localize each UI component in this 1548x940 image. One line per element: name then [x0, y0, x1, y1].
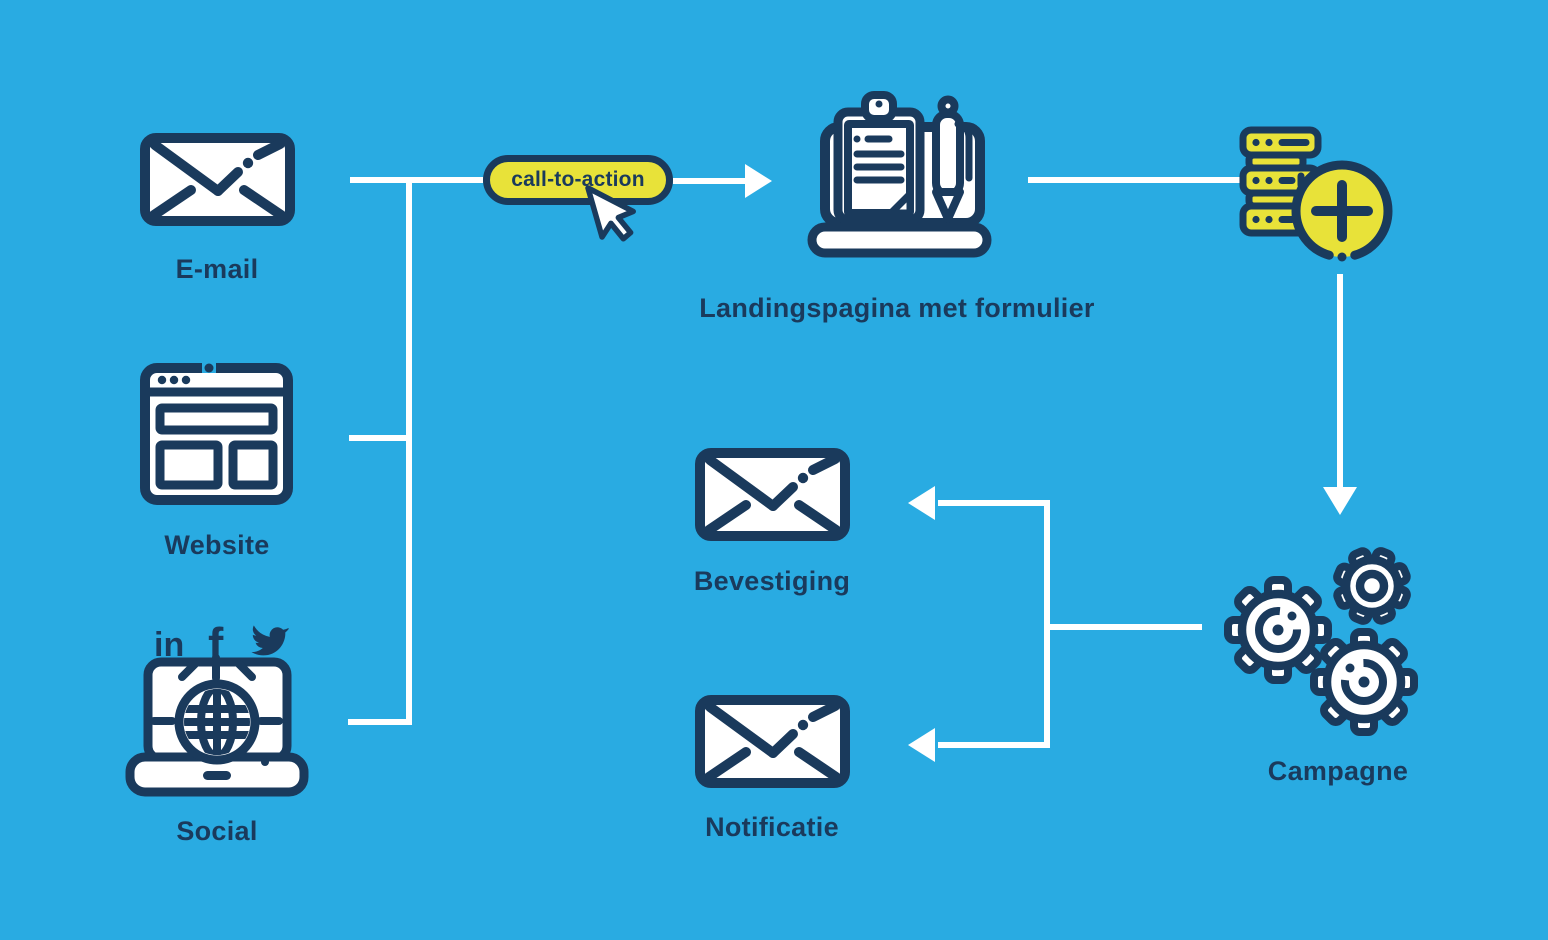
arrowhead-left-icon: [908, 728, 935, 762]
website-to-merge-line: [349, 435, 412, 441]
confirmation-label: Bevestiging: [693, 566, 851, 596]
campaign-to-branch-line: [1050, 624, 1202, 630]
branch-to-confirmation-line: [938, 500, 1050, 506]
email-to-merge-line: [350, 177, 483, 183]
notification-label: Notificatie: [705, 812, 839, 842]
arrowhead-left-icon: [908, 486, 935, 520]
landing-to-database-line: [1028, 177, 1240, 183]
arrowhead-right-icon: [745, 164, 772, 198]
branch-vertical-line: [1044, 500, 1050, 748]
laptop-globe-icon: in f: [125, 618, 309, 797]
clipboard-laptop-icon: [807, 91, 992, 258]
facebook-icon: f: [208, 618, 224, 670]
campaign-label: Campagne: [1267, 756, 1409, 786]
cta-to-landing-line: [673, 178, 747, 184]
call-to-action-label: call-to-action: [511, 168, 645, 191]
database-to-campaign-line: [1337, 274, 1343, 488]
database-plus-icon: [1239, 126, 1393, 262]
email-label: E-mail: [175, 254, 259, 284]
social-label: Social: [176, 816, 258, 846]
branch-to-notification-line: [938, 742, 1050, 748]
cursor-icon: [585, 185, 636, 242]
envelope-icon: [140, 133, 295, 226]
website-label: Website: [164, 530, 270, 560]
envelope-icon: [695, 695, 850, 788]
social-to-merge-line: [348, 719, 412, 725]
merge-vertical-line: [406, 177, 412, 725]
gears-icon: [1224, 547, 1418, 736]
landing-page-label: Landingspagina met formulier: [699, 293, 1095, 323]
envelope-icon: [695, 448, 850, 541]
twitter-bird-icon: [251, 625, 290, 656]
arrowhead-down-icon: [1323, 487, 1357, 515]
browser-icon: [140, 363, 293, 505]
call-to-action-button: call-to-action: [483, 155, 673, 205]
